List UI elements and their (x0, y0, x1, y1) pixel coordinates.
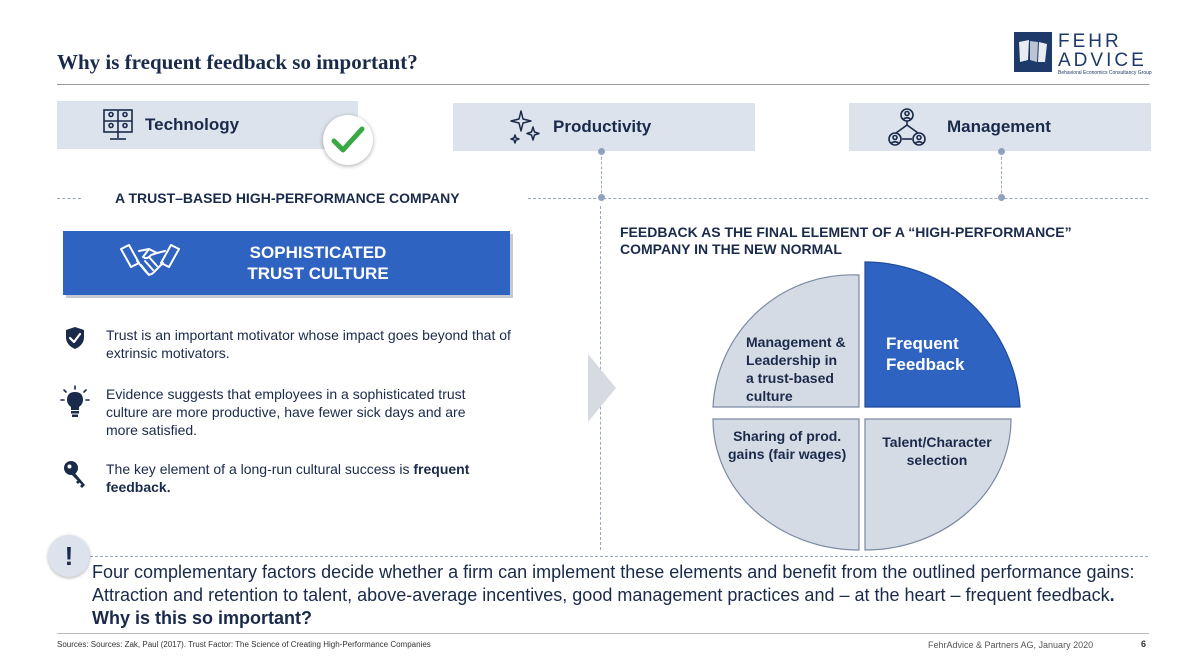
bullet-text: Evidence suggests that employees in a so… (106, 386, 466, 438)
lightbulb-icon (57, 385, 93, 439)
connector-dot (598, 194, 605, 201)
quadrant-talent-selection (864, 418, 1012, 551)
summary-text: Four complementary factors decide whethe… (92, 561, 1152, 630)
bullet-text: The key element of a long-run cultural s… (106, 460, 496, 496)
title-divider (57, 84, 1149, 85)
connector-line (601, 152, 602, 198)
technology-checked-badge (323, 115, 373, 165)
bullet-text-plain: The key element of a long-run cultural s… (106, 461, 414, 477)
quadrant-label-line: culture (746, 388, 793, 404)
handshake-icon (119, 241, 181, 290)
bullet-item: The key element of a long-run cultural s… (57, 460, 496, 496)
pillar-management-label: Management (947, 117, 1051, 136)
logo-line-2: ADVICE (1058, 50, 1147, 71)
trust-culture-line-1: SOPHISTICATED (249, 243, 387, 262)
connector-dot (598, 148, 605, 155)
connector-line (1001, 152, 1002, 198)
connector-dot (998, 194, 1005, 201)
quadrant-label-line: a trust-based (746, 370, 834, 386)
footer-company-date: FehrAdvice & Partners AG, January 2020 (928, 640, 1094, 650)
org-chart-icon (887, 107, 927, 147)
pillar-technology-label: Technology (145, 115, 240, 134)
footer-divider (57, 633, 1149, 634)
logo-mark-icon (1014, 32, 1052, 72)
pillar-productivity-label: Productivity (553, 117, 652, 136)
quadrant-frequent-feedback (864, 261, 1021, 408)
video-conference-icon (102, 108, 134, 142)
summary-plain: Four complementary factors decide whethe… (92, 562, 1135, 605)
quadrant-label-line: Management & (746, 334, 846, 350)
trust-culture-box: SOPHISTICATED TRUST CULTURE (63, 231, 510, 295)
quadrant-label-line: Feedback (886, 355, 965, 374)
feedback-quadrant-diagram (712, 261, 1021, 551)
pillar-technology: Technology (57, 101, 358, 149)
quadrant-label-line: Sharing of prod. (733, 428, 842, 444)
bullet-item: Evidence suggests that employees in a so… (57, 385, 491, 439)
summary-divider (90, 556, 1148, 557)
bullet-text-bold: frequent feedback. (106, 461, 470, 495)
checkmark-icon (331, 126, 365, 153)
arrow-right-shape (588, 354, 616, 422)
quadrant-label-line: gains (fair wages) (728, 446, 847, 462)
divider-dashed (57, 198, 81, 199)
quadrant-label-line: selection (906, 452, 968, 468)
left-section-heading: A TRUST–BASED HIGH-PERFORMANCE COMPANY (115, 190, 460, 206)
quadrant-sharing-gains (712, 418, 860, 551)
summary-bold: . Why is this so important? (92, 585, 1115, 628)
exclamation-icon: ! (48, 535, 90, 577)
quadrant-label-line: Talent/Character (882, 434, 992, 450)
shield-check-icon (57, 326, 93, 362)
sparkle-icon (509, 109, 541, 145)
fehr-advice-logo: FEHR ADVICE Behavioral Economics Consult… (1014, 31, 1152, 76)
key-icon (57, 460, 93, 496)
quadrant-label-talent: Talent/Character selection (877, 433, 997, 469)
quadrant-management-leadership (712, 274, 860, 408)
quadrant-label-sharing: Sharing of prod. gains (fair wages) (728, 427, 846, 463)
right-heading-line-2: COMPANY IN THE NEW NORMAL (620, 241, 842, 257)
divider-dashed (528, 198, 1148, 199)
page-number: 6 (1141, 639, 1147, 649)
right-heading-line-1: FEEDBACK AS THE FINAL ELEMENT OF A “HIGH… (620, 224, 1072, 240)
quadrant-label-line: Leadership in (746, 352, 838, 368)
source-citation: Sources: Sources: Zak, Paul (2017). Trus… (57, 640, 431, 649)
page-title: Why is frequent feedback so important? (57, 50, 418, 74)
logo-line-1: FEHR (1058, 31, 1122, 52)
pillar-productivity: Productivity (453, 103, 755, 151)
quadrant-label-feedback: Frequent Feedback (886, 333, 964, 375)
pillar-management: Management (849, 103, 1151, 151)
trust-culture-line-2: TRUST CULTURE (247, 264, 389, 283)
bullet-item: Trust is an important motivator whose im… (57, 326, 518, 362)
trust-culture-title: SOPHISTICATED TRUST CULTURE (213, 242, 423, 284)
quadrant-label-line: Frequent (886, 334, 959, 353)
logo-tagline: Behavioral Economics Consultancy Group (1058, 70, 1152, 76)
quadrant-label-management: Management & Leadership in a trust-based… (746, 333, 846, 405)
right-section-heading: FEEDBACK AS THE FINAL ELEMENT OF A “HIGH… (620, 224, 1072, 258)
connector-dot (998, 148, 1005, 155)
bullet-text: Trust is an important motivator whose im… (106, 327, 511, 361)
